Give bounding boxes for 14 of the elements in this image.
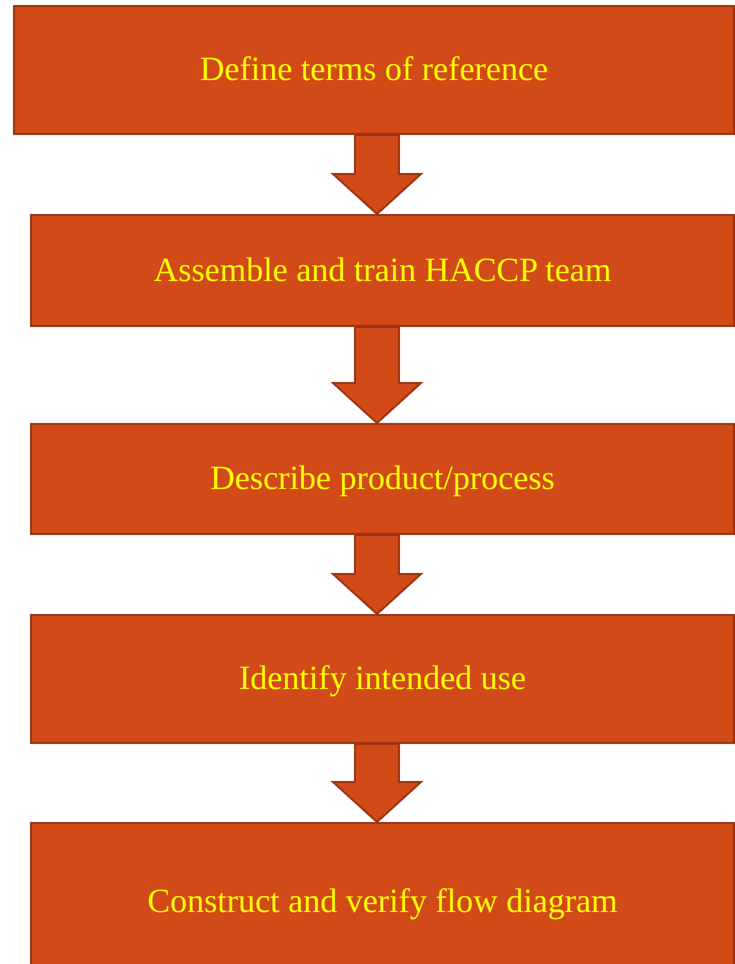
step-label: Describe product/process xyxy=(210,460,555,498)
process-box xyxy=(30,214,735,327)
process-box xyxy=(13,5,735,135)
step-label: Assemble and train HACCP team xyxy=(154,252,612,290)
block-arrow xyxy=(330,134,424,216)
step-label: Define terms of reference xyxy=(200,51,548,89)
process-box xyxy=(30,614,735,744)
block-arrow xyxy=(330,534,424,616)
block-arrow xyxy=(330,326,424,424)
step-label: Identify intended use xyxy=(238,660,526,698)
process-box xyxy=(30,423,735,535)
block-arrow xyxy=(330,743,424,824)
step-label: Construct and verify flow diagram xyxy=(147,883,618,921)
process-box xyxy=(30,822,735,964)
